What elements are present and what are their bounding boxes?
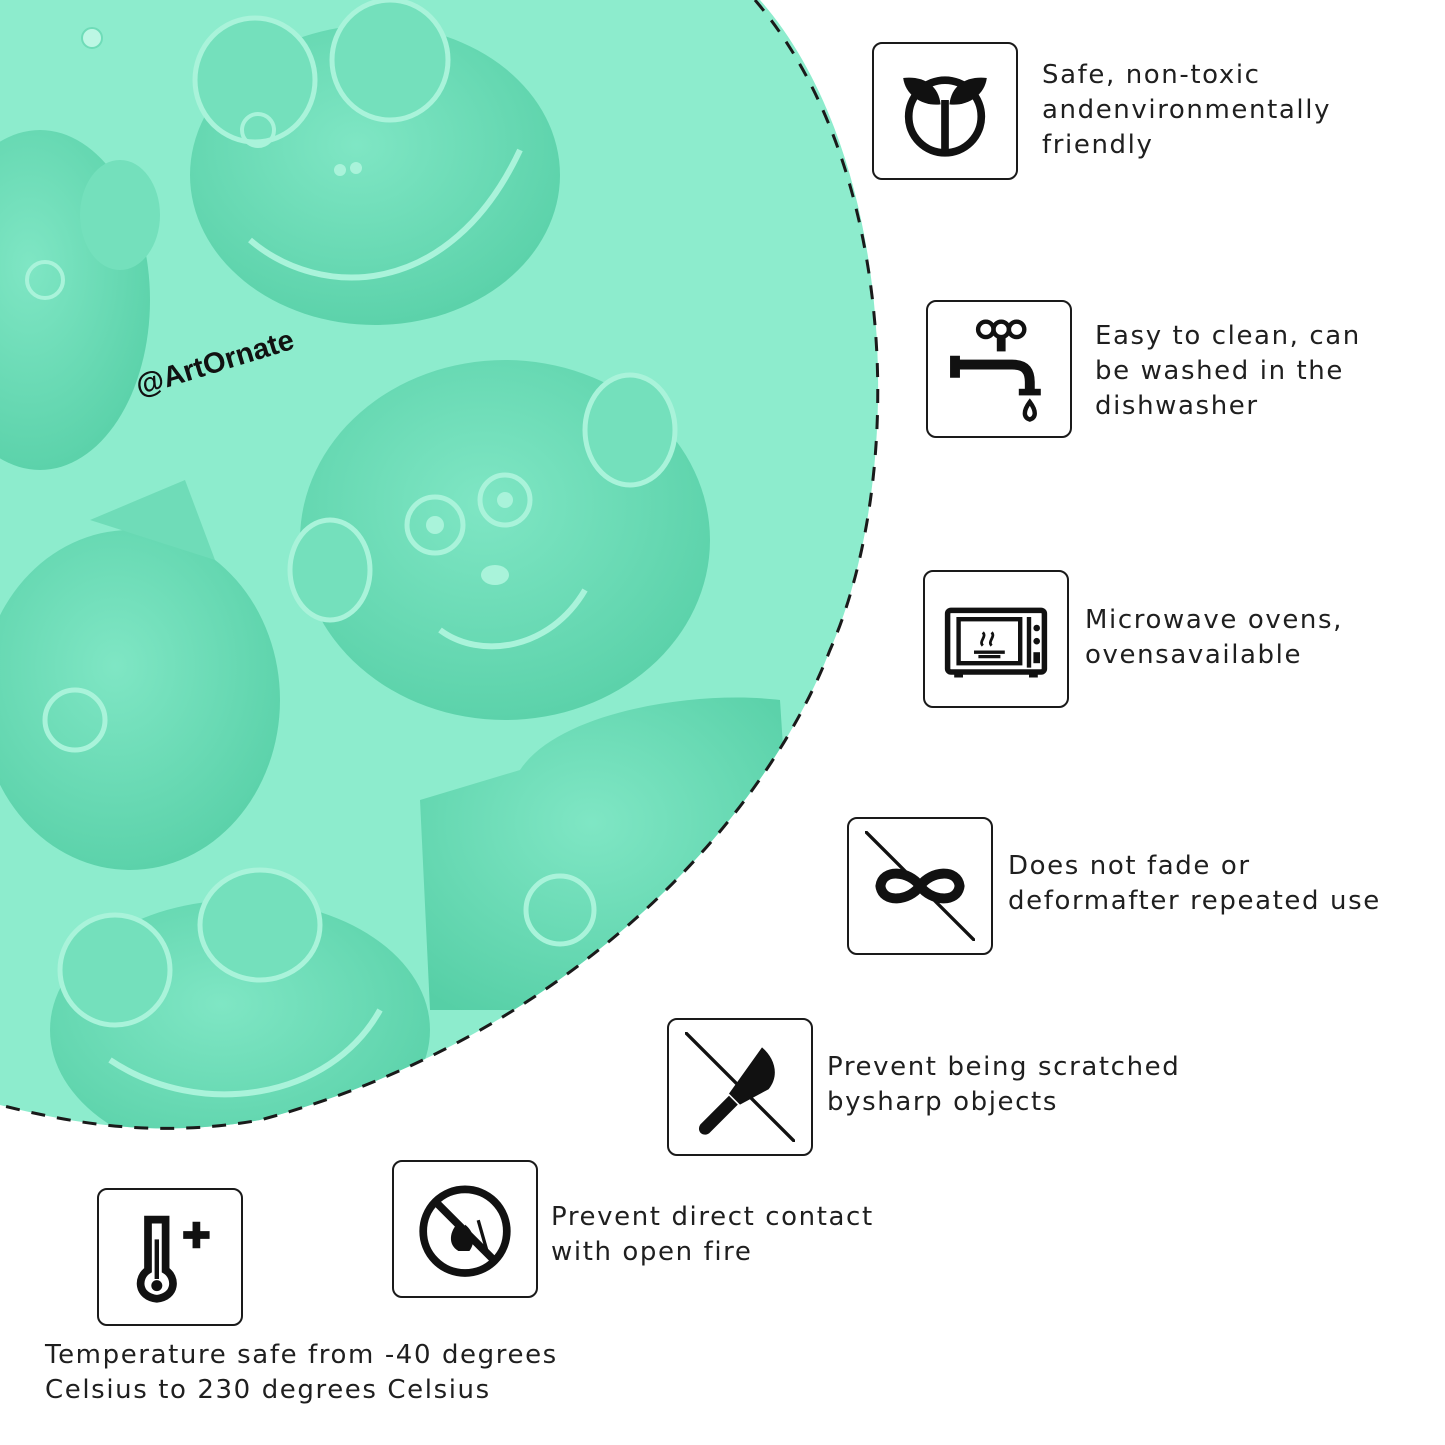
dashed-boundary [0, 0, 880, 1130]
feature-text-safe: Safe, non-toxic andenvironmentally frien… [1042, 60, 1332, 160]
feature-text-fire: Prevent direct contact with open fire [551, 1202, 874, 1267]
thermometer-plus-icon [97, 1188, 243, 1326]
monkey-cavity-left [0, 130, 160, 470]
frog-cavity-top [190, 0, 560, 325]
feature-text-fade: Does not fade or deformafter repeated us… [1008, 851, 1381, 916]
microwave-icon [923, 570, 1069, 708]
feature-text-temperature: Temperature safe from -40 degrees Celsiu… [45, 1340, 558, 1405]
frog-cavity-bottom [50, 867, 430, 1129]
no-knife-icon [667, 1018, 813, 1156]
feature-text-microwave: Microwave ovens, ovensavailable [1085, 605, 1344, 670]
faucet-icon [926, 300, 1072, 438]
monkey-cavity-center [287, 360, 710, 720]
feature-text-clean: Easy to clean, can be washed in the dish… [1095, 321, 1361, 421]
no-fire-icon [392, 1160, 538, 1298]
no-deform-infinity-icon [847, 817, 993, 955]
owl-cavity-left [0, 480, 280, 870]
feature-text-scratch: Prevent being scratched bysharp objects [827, 1052, 1181, 1117]
sprout-peace-icon [872, 42, 1018, 180]
